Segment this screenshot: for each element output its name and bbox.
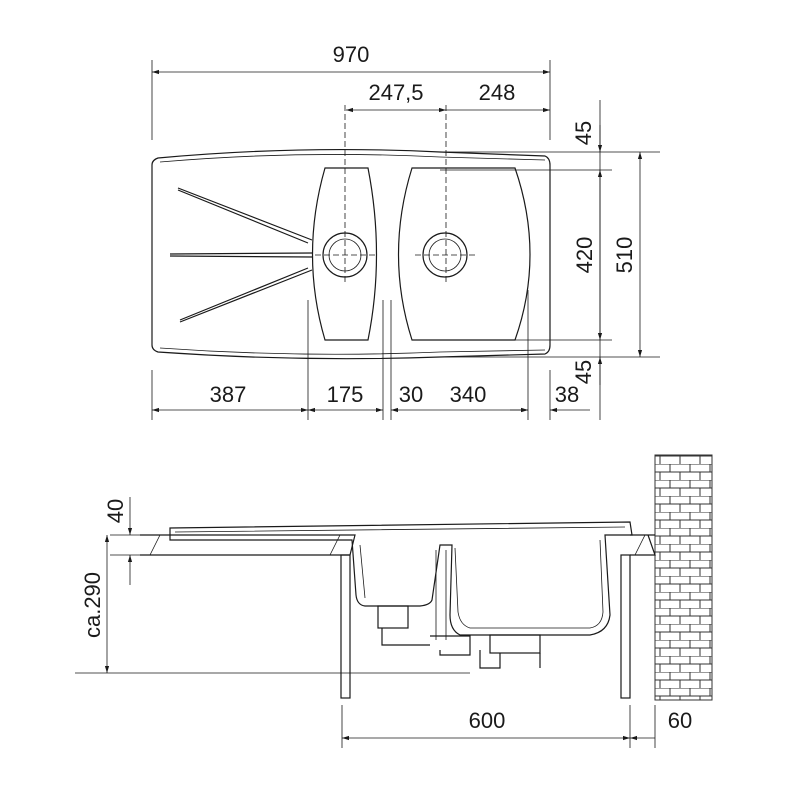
top-view: 970 247,5 248 387 175 30 340 38 45 420 5…	[151, 42, 660, 420]
dim-edge-top: 45	[571, 121, 596, 145]
dim-bowl-depth: 420	[572, 237, 597, 274]
dim-drain-offset-left: 247,5	[368, 80, 423, 105]
dim-rim-height: 40	[103, 499, 128, 523]
drainer-grooves	[169, 187, 313, 323]
dim-large-bowl-width: 340	[450, 382, 487, 407]
dim-drain-offset-right: 248	[479, 80, 516, 105]
drain-fittings	[377, 550, 541, 669]
dim-overall-depth: 510	[612, 237, 637, 274]
cabinet-right-wall	[620, 554, 631, 699]
dim-overall-width: 970	[333, 42, 370, 67]
brick-wall	[654, 454, 713, 701]
countertop	[140, 534, 656, 556]
sink-outline	[151, 148, 551, 360]
dim-bowl-depth-side: ca.290	[80, 572, 105, 638]
small-bowl	[311, 167, 378, 341]
dim-drainer-width: 387	[210, 382, 247, 407]
dim-edge-bottom: 45	[571, 360, 596, 384]
dim-cabinet-width: 600	[469, 708, 506, 733]
large-bowl	[397, 167, 531, 341]
dim-bowl-gap: 30	[399, 382, 423, 407]
cabinet-left-wall	[340, 554, 351, 699]
dim-right-edge: 38	[555, 382, 579, 407]
dim-wall-gap: 60	[668, 708, 692, 733]
side-view: 40 ca.290 600 60	[75, 454, 713, 748]
large-bowl-drain	[422, 232, 468, 278]
dim-small-bowl-width: 175	[327, 382, 364, 407]
sink-profile	[169, 521, 633, 636]
